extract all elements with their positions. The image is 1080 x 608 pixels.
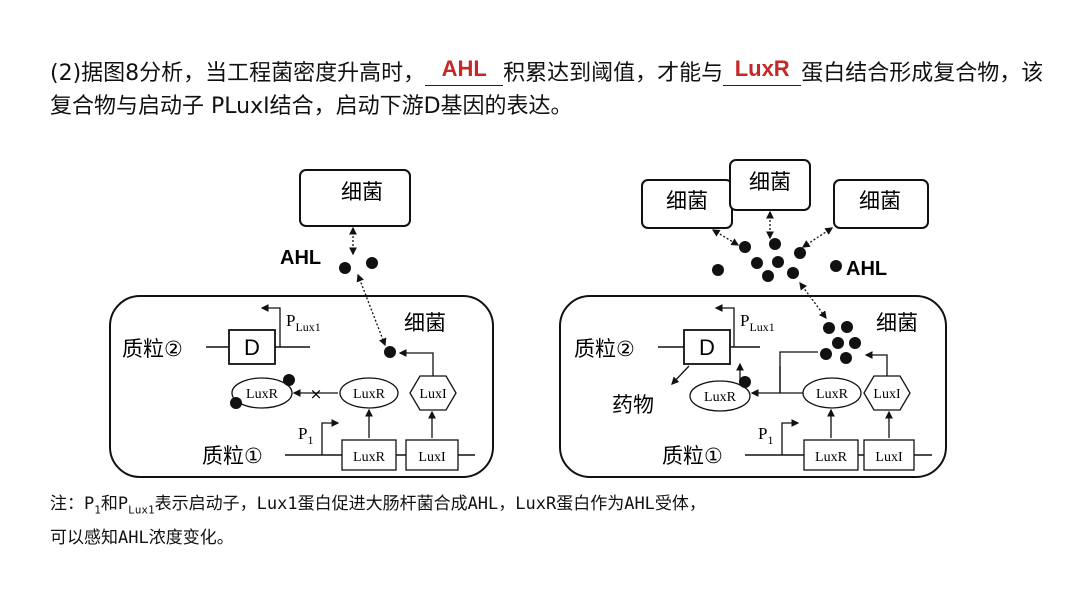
dashed-arrow [801,227,834,248]
ahl-molecule [712,264,724,276]
right-diagram: 细菌 细菌 细菌 AHL 细菌 [559,159,947,478]
luxi-protein-label: LuxI [873,387,901,402]
ahl-molecule [762,270,774,282]
dashed-arrow [711,229,740,246]
ahl-molecule [794,247,806,259]
drug-label: 药物 [612,393,654,417]
ahl-molecule [283,374,295,386]
ahl-molecule [366,257,378,269]
luxr-protein-label: LuxR [353,387,386,402]
gene-luxr-box [803,439,859,471]
binding-arrow [779,351,818,393]
plasmid-2-label: 质粒② [574,337,635,361]
gene-d-label: D [699,335,715,360]
outer-bacterium-label: 细菌 [341,180,383,204]
ahl-molecule [230,397,242,409]
promoter-p1-label: P1 [298,424,313,447]
luxi-synthesis-arrow [398,349,434,376]
ahl-molecule [830,260,842,272]
gene-luxi-box [405,439,459,471]
luxr-protein [339,377,399,409]
outer-bacterium-label: 细菌 [749,170,791,194]
gene-luxi-box [863,439,915,471]
ahl-molecule [769,238,781,250]
question-middle: 积累达到阈值，才能与 [503,61,724,86]
footnote: 注：P1和PLux1表示启动子，Lux1蛋白促进大肠杆菌合成AHL，LuxR蛋白… [50,490,1050,552]
ahl-molecule [841,321,853,333]
luxi-protein-label: LuxI [419,387,447,402]
gene-luxi-label: LuxI [418,450,446,465]
luxi-protein [409,375,457,411]
answer-blank-1: AHL [425,52,504,86]
promoter-plux-arrow [260,304,281,347]
cell-label: 细菌 [404,311,446,335]
luxi-protein [863,375,911,411]
promoter-p1-arrow [781,419,800,455]
outer-bacterium-label: 细菌 [859,189,901,213]
dashed-arrow [356,273,387,347]
promoter-p1-label: P1 [758,424,773,447]
gene-luxi-label: LuxI [875,450,903,465]
ahl-molecule [339,262,351,274]
cell-label: 细菌 [876,311,918,335]
promoter-plux-label: PLux1 [286,311,321,334]
gene-luxr-label: LuxR [353,450,386,465]
ahl-molecule [787,267,799,279]
gene-d-box [683,329,731,365]
ahl-cluster-inside [820,321,861,364]
ahl-molecule [751,257,763,269]
luxi-synthesis-arrow [864,351,888,376]
gene-luxr-box [341,439,397,471]
promoter-p1-arrow [321,419,340,455]
answer-blank-2: LuxR [723,52,802,86]
luxr-complex-label: LuxR [246,387,279,402]
luxr-protein-label: LuxR [816,387,849,402]
ahl-molecule [820,348,832,360]
luxr-ahl-complex [689,380,751,412]
ahl-molecule [384,346,396,358]
footnote-line-2: 可以感知AHL浓度变化。 [50,528,234,549]
binding-arrow [750,366,812,397]
plasmid-1-label: 质粒① [662,444,723,468]
left-diagram: 细菌 AHL 细菌 质粒② D PLux1 LuxR × LuxR LuxI 质… [109,169,494,478]
ahl-molecule [823,322,835,334]
ahl-molecule [739,376,751,388]
ahl-cluster-outside [712,238,842,282]
gene-luxr-label: LuxR [815,450,848,465]
drug-expression-arrow [671,365,690,385]
ahl-label: AHL [846,258,887,280]
cell-membrane [109,295,494,478]
cross-mark: × [310,385,323,403]
dashed-arrow [799,281,827,320]
outer-bacterium-box [833,179,929,229]
luxr-ahl-complex [231,377,293,409]
promoter-plux-arrow [714,304,735,347]
ahl-molecule [832,337,844,349]
plasmid-1-label: 质粒① [202,444,263,468]
question-suffix: 蛋白结合形成复合物，该复合物与启动子 PLuxI结合，启动下游D基因的表达。 [50,61,1044,119]
luxr-complex-label: LuxR [704,390,737,405]
outer-bacterium-box [299,169,411,227]
footnote-line-1: 注：P1和PLux1表示启动子，Lux1蛋白促进大肠杆菌合成AHL，LuxR蛋白… [50,494,706,517]
luxr-protein [802,377,862,409]
ahl-molecule [772,256,784,268]
cell-membrane [559,295,947,478]
ahl-molecule [849,337,861,349]
ahl-label: AHL [280,247,321,269]
gene-d-label: D [244,335,260,360]
ahl-molecule [739,241,751,253]
question-prefix: (2)据图8分析，当工程菌密度升高时， [50,61,426,86]
plasmid-2-label: 质粒② [122,337,183,361]
outer-bacterium-box [729,159,811,211]
ahl-molecule [840,352,852,364]
promoter-plux-label: PLux1 [740,311,775,334]
outer-bacterium-label: 细菌 [666,189,708,213]
